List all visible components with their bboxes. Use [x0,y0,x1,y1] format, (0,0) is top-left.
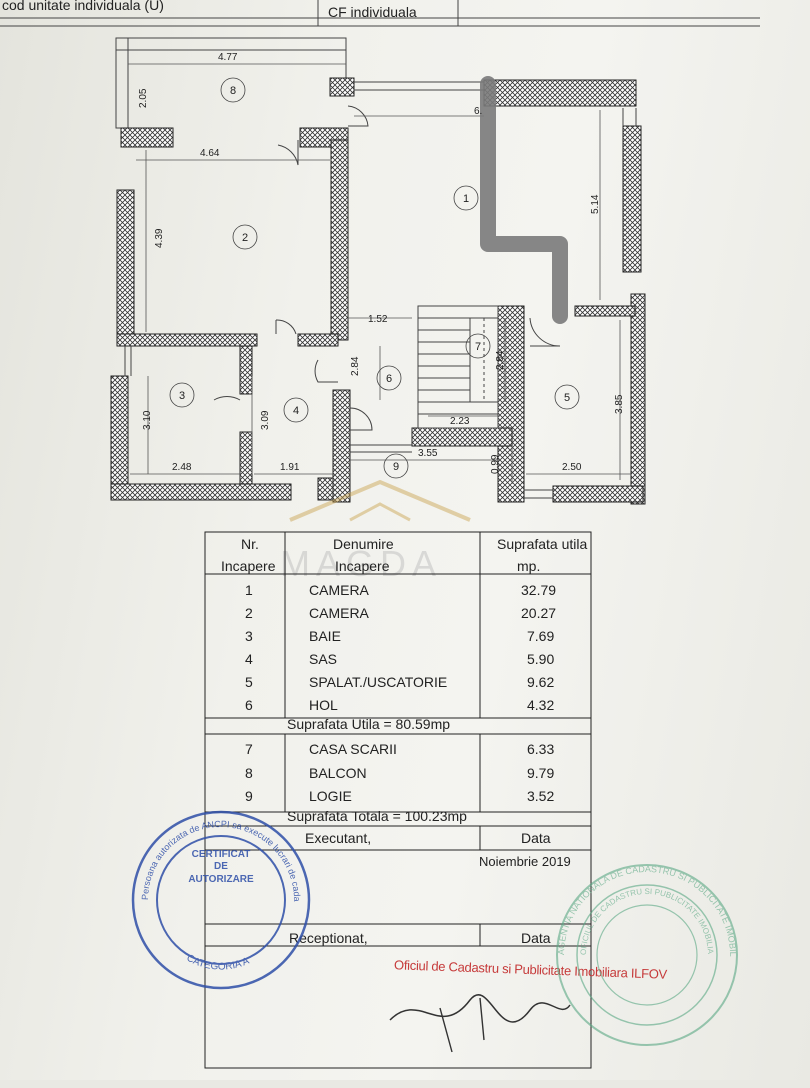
signature [389,994,571,1053]
row-area: 9.79 [527,765,555,781]
total-area: Suprafata Totala = 100.23mp [287,808,467,824]
room-number: 3 [179,390,185,402]
subtotal-util: Suprafata Utila = 80.59mp [287,716,451,732]
balcony-outline [115,37,347,129]
row-nr: 8 [245,765,253,781]
receptionat-label: Receptionat, [289,930,368,946]
stamp-line: DE [214,861,228,872]
row-area: 4.32 [527,697,555,713]
dimension-label: 3.85 [614,394,625,414]
dimension-label: 2.84 [350,356,361,376]
stamp-line: AUTORIZARE [188,874,254,885]
room-table-grid [204,531,592,1069]
row-area: 5.90 [527,651,555,667]
room-markers [169,77,580,479]
floor-plan: 1 2 3 4 5 6 7 8 9 4.77 2.05 4.64 4.39 6.… [110,37,646,505]
row-name: CASA SCARII [309,741,397,757]
dimension-label: 2.50 [562,462,582,473]
data-label: Data [521,830,551,846]
dimension-label: 2.48 [172,462,192,473]
row-area: 3.52 [527,788,555,804]
row-area: 6.33 [527,741,555,757]
row-area: 20.27 [521,605,557,621]
row-nr: 3 [245,628,253,644]
stamp-line: CERTIFICAT [192,849,251,860]
date-value: Noiembrie 2019 [479,854,571,869]
row-nr: 9 [245,788,253,804]
cadastre-stamp: AGENTIA NATIONALA DE CADASTRU SI PUBLICI… [552,860,738,1046]
authorization-stamp: Persoana autorizata de ANCPI sa execute … [126,805,311,990]
dimension-label: 6. [474,106,482,117]
row-area: 32.79 [521,582,557,598]
row-nr: 6 [245,697,253,713]
row-name: SAS [309,651,338,667]
row-nr: 5 [245,674,253,690]
dimension-label: 2.05 [138,88,149,108]
row-nr: 7 [245,741,253,757]
dimension-label: 3.10 [142,410,153,430]
room-number: 8 [230,85,236,97]
dimension-label: 1.91 [280,462,300,473]
dimension-label: 4.77 [218,52,238,63]
row-name: HOL [309,697,338,713]
row-name: CAMERA [309,582,369,598]
header-suprafata: Suprafata utila [497,536,588,552]
dimension-label: 3.09 [260,410,271,430]
row-nr: 4 [245,651,253,667]
room-number: 6 [386,373,392,385]
dimension-label: 0.99 [490,454,501,474]
row-area: 7.69 [527,628,555,644]
dimension-label: 2.84 [495,350,506,370]
dimension-label: 4.64 [200,148,220,159]
header-nr-2: Incapere [221,558,276,574]
dimension-lines [128,63,631,484]
row-name: CAMERA [309,605,369,621]
executant-label: Executant, [305,830,372,846]
row-area: 9.62 [527,674,555,690]
room-number: 5 [564,392,570,404]
cf-individuala-label: CF individuala [328,4,417,20]
row-name: BAIE [309,628,341,644]
watermark-logo: MAGDA [280,479,471,584]
room-number: 7 [475,341,481,353]
row-name: LOGIE [309,788,352,804]
cod-unitate-label: cod unitate individuala (U) [2,0,164,13]
row-nr: 2 [245,605,253,621]
room-number: 1 [463,193,469,205]
thin-lines [124,81,637,499]
stamp-bottom-text: CATEGORIA A [185,953,252,973]
watermark-text: MAGDA [280,543,442,584]
room-number: 9 [393,461,399,473]
row-name: BALCON [309,765,367,781]
header-denumire: Denumire [333,536,394,552]
row-nr: 1 [245,582,253,598]
header-strip: cod unitate individuala (U) CF individua… [0,0,760,28]
redaction-mark [480,76,568,324]
room-number: 4 [293,405,299,417]
data-label-2: Data [521,930,551,946]
header-nr: Nr. [241,536,259,552]
row-name: SPALAT./USCATORIE [309,674,448,690]
dimension-label: 3.55 [418,448,438,459]
room-number: 2 [242,232,248,244]
walls [110,77,646,505]
dimension-label: 2.23 [450,416,470,427]
dimension-label: 1.52 [368,314,388,325]
header-denumire-2: Incapere [335,558,390,574]
svg-text:CATEGORIA A: CATEGORIA A [185,953,252,973]
header-suprafata-2: mp. [517,558,541,574]
dimension-label: 5.14 [590,194,601,214]
dimension-label: 4.39 [154,228,165,248]
